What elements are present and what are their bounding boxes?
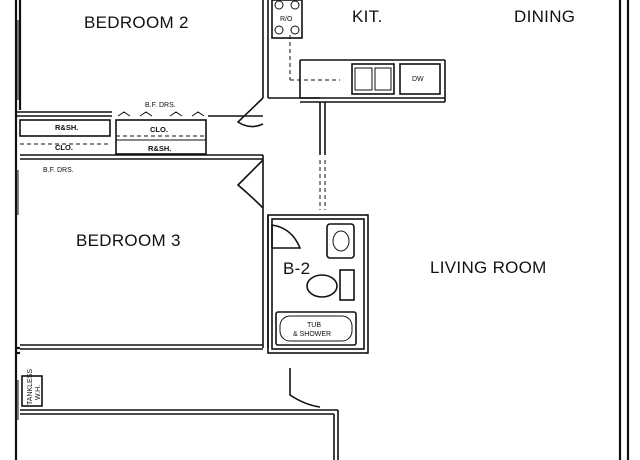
closets: R&SH. CLO. B.F. DRS. B.F. DRS. CLO. R&SH… <box>19 102 207 174</box>
closet-shelf-left: R&SH. <box>55 123 78 132</box>
tub-label-2: & SHOWER <box>293 331 331 338</box>
room-label-bath: B-2 <box>283 259 310 278</box>
water-heater: TANKLESS W.H. <box>21 369 43 407</box>
doors <box>236 97 321 408</box>
closet-label-left: CLO. <box>55 143 73 152</box>
tub-label-1: TUB <box>307 322 321 329</box>
closet-label-right: CLO. <box>150 125 168 134</box>
dishwasher-label: DW <box>412 76 424 83</box>
room-label-dining: DINING <box>514 7 575 26</box>
bath-fixtures: TUB & SHOWER <box>275 223 357 346</box>
bifold-doors-label-upper: B.F. DRS. <box>145 102 176 109</box>
room-label-kitchen: KIT. <box>352 7 383 26</box>
range-stove: R/O <box>271 0 303 39</box>
room-label-bedroom-2: BEDROOM 2 <box>84 13 189 32</box>
closet-shelf-right: R&SH. <box>148 144 171 153</box>
room-label-bedroom-3: BEDROOM 3 <box>76 231 181 250</box>
room-label-living-room: LIVING ROOM <box>430 258 547 277</box>
cabinet-dashes <box>289 35 340 210</box>
outer-walls <box>14 0 630 460</box>
kitchen-sink <box>351 63 395 95</box>
dishwasher: DW <box>399 63 441 95</box>
water-heater-label-1: TANKLESS <box>27 369 34 405</box>
bifold-doors-label-lower: B.F. DRS. <box>43 167 74 174</box>
interior-walls <box>16 0 446 460</box>
water-heater-label-2: W.H. <box>35 385 42 400</box>
range-label: R/O <box>280 16 293 23</box>
